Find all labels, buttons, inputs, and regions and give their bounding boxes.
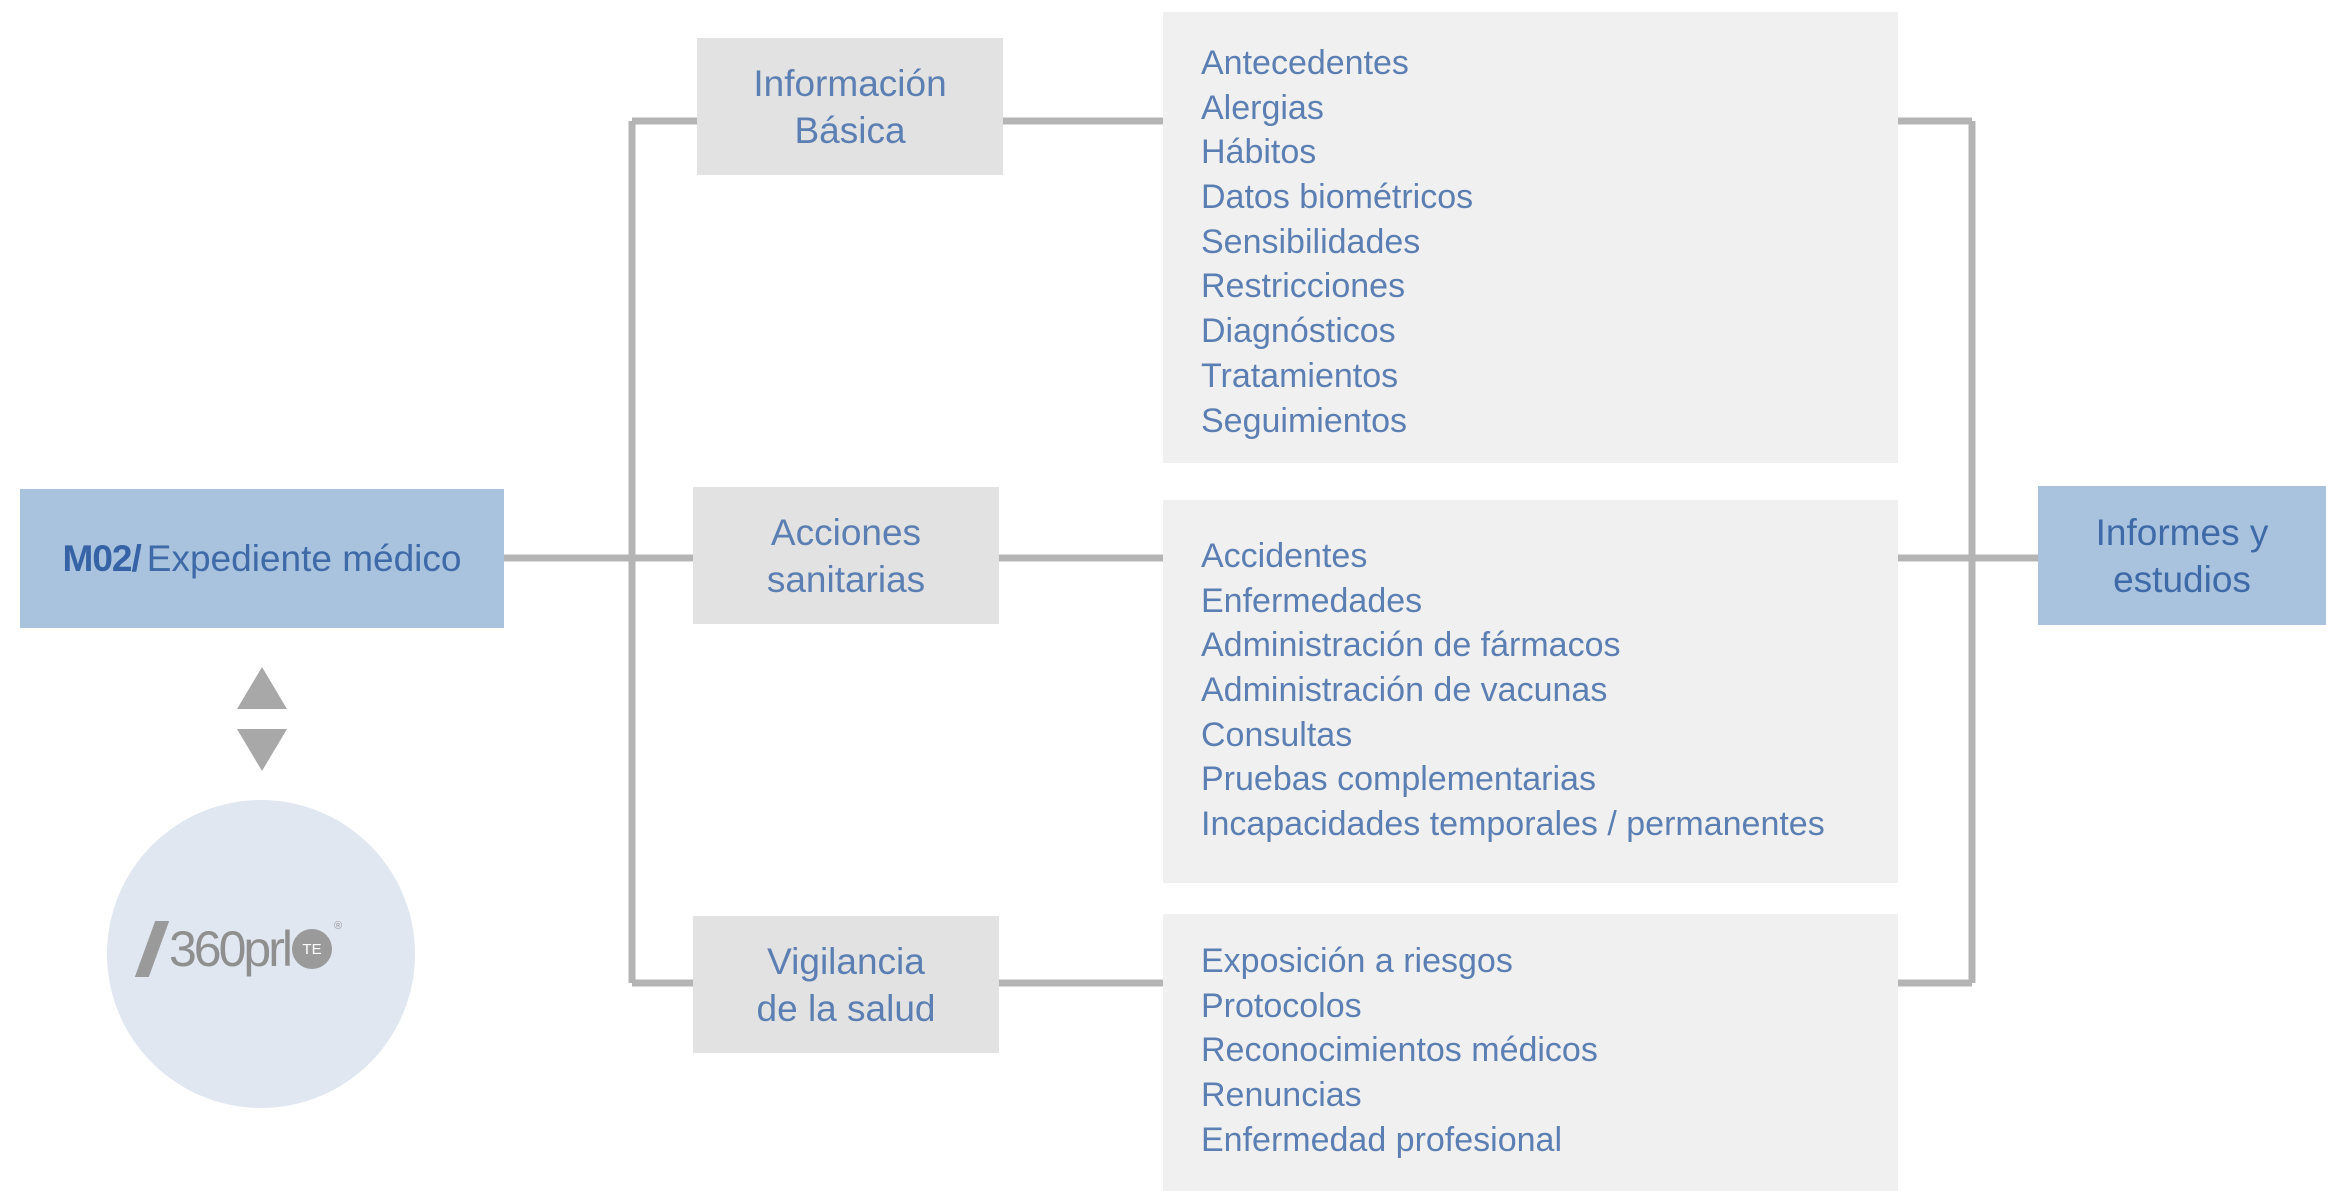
list-item: Alergias <box>1201 88 1324 127</box>
category-label-line1: Vigilancia <box>767 940 925 982</box>
category-label-line1: Información <box>753 62 947 104</box>
list-item: Exposición a riesgos <box>1201 942 1513 980</box>
list-item: Pruebas complementarias <box>1201 760 1596 799</box>
list-item: Protocolos <box>1201 986 1362 1025</box>
list-acciones-sanitarias: Accidentes Enfermedades Administración d… <box>1163 500 1898 883</box>
category-acciones-sanitarias: Acciones sanitarias <box>693 487 999 624</box>
arrow-down-icon <box>237 729 287 771</box>
logo-registered-mark: ® <box>334 920 343 932</box>
list-item: Enfermedades <box>1201 581 1423 620</box>
list-item: Consultas <box>1201 715 1353 754</box>
category-label-line1: Acciones <box>770 511 922 553</box>
main-module-box: M02/ Expediente médico <box>20 489 504 628</box>
list-item: Accidentes <box>1201 537 1368 575</box>
list-item: Hábitos <box>1201 133 1317 172</box>
list-item: Sensibilidades <box>1201 222 1421 261</box>
list-item: Antecedentes <box>1201 44 1409 82</box>
result-label-line1: Informes y <box>2095 511 2269 553</box>
category-vigilancia-salud: Vigilancia de la salud <box>693 916 999 1053</box>
list-item: Datos biométricos <box>1201 178 1474 217</box>
list-item: Diagnósticos <box>1201 312 1396 351</box>
list-item: Administración de fármacos <box>1201 626 1621 665</box>
list-item: Enfermedad profesional <box>1201 1120 1563 1159</box>
list-vigilancia-salud: Exposición a riesgos Protocolos Reconoci… <box>1163 914 1898 1191</box>
category-label-line2: Básica <box>794 109 906 151</box>
list-item: Restricciones <box>1201 267 1406 306</box>
list-item: Reconocimientos médicos <box>1201 1031 1598 1070</box>
logo-badge: TE <box>292 929 332 969</box>
result-label-line2: estudios <box>2113 558 2251 600</box>
list-item: Incapacidades temporales / permanentes <box>1201 805 1825 844</box>
list-item: Seguimientos <box>1201 401 1408 440</box>
category-informacion-basica: Información Básica <box>697 38 1003 175</box>
list-item: Renuncias <box>1201 1076 1362 1115</box>
module-code: M02/ <box>62 537 142 579</box>
arrow-up-icon <box>237 667 287 709</box>
list-informacion-basica: Antecedentes Alergias Hábitos Datos biom… <box>1163 12 1898 463</box>
category-label-line2: sanitarias <box>766 558 926 600</box>
category-label-line2: de la salud <box>756 987 936 1029</box>
logo-circle <box>107 800 415 1108</box>
list-item: Administración de vacunas <box>1201 671 1608 710</box>
module-title: Expediente médico <box>146 537 462 579</box>
logo-text: 360prl <box>169 921 293 977</box>
result-informes-estudios: Informes y estudios <box>2038 486 2326 625</box>
logo-360prl: 360prl TE ® <box>134 920 343 978</box>
list-item: Tratamientos <box>1201 356 1399 395</box>
